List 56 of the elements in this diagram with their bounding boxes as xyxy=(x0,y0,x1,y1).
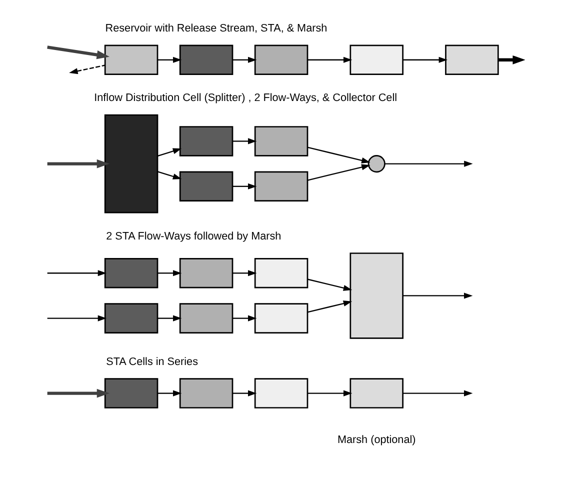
node-box xyxy=(178,378,233,408)
arrow xyxy=(402,56,447,63)
arrow xyxy=(306,164,370,181)
arrow xyxy=(232,270,256,276)
node-box xyxy=(104,114,158,214)
arrow xyxy=(232,315,256,322)
arrow xyxy=(46,388,110,398)
node-box xyxy=(254,44,308,76)
node-box xyxy=(178,303,233,334)
node-box xyxy=(178,44,233,76)
arrow xyxy=(307,56,352,63)
arrow xyxy=(232,183,256,190)
arrow xyxy=(157,148,182,156)
label: 2 STA Flow-Ways followed by Marsh xyxy=(106,230,281,242)
arrow xyxy=(157,171,182,180)
arrow xyxy=(306,146,370,164)
arrow xyxy=(306,300,352,313)
arrow xyxy=(46,46,110,60)
node-box xyxy=(104,258,158,288)
label: Reservoir with Release Stream, STA, & Marsh xyxy=(104,22,327,35)
arrow xyxy=(498,55,524,64)
node-box xyxy=(349,252,403,339)
node-box xyxy=(254,303,308,334)
node-box xyxy=(178,126,233,156)
node-box xyxy=(444,44,498,76)
node-box xyxy=(178,258,233,288)
node-box xyxy=(349,378,403,408)
node-box xyxy=(178,171,233,202)
arrow xyxy=(157,315,182,322)
arrow xyxy=(68,64,105,74)
arrow xyxy=(306,278,352,291)
arrow xyxy=(402,292,472,299)
arrow xyxy=(46,270,106,276)
arrow xyxy=(307,390,352,396)
node-box xyxy=(104,44,158,76)
node-circle xyxy=(367,154,385,173)
node-box xyxy=(254,258,308,288)
arrow xyxy=(232,390,256,396)
label: STA Cells in Series xyxy=(106,356,198,368)
arrow xyxy=(232,56,256,63)
node-box xyxy=(104,378,158,408)
node-label: Marsh (optional) xyxy=(337,434,416,446)
arrow xyxy=(46,315,106,322)
arrow xyxy=(402,390,472,396)
label: Inflow Distribution Cell (Splitter) , 2 Flow-Ways, & Collector Cell xyxy=(94,92,397,104)
arrow xyxy=(232,138,256,144)
arrow xyxy=(384,160,472,167)
arrow xyxy=(46,159,110,168)
arrow xyxy=(157,270,182,276)
node-box xyxy=(254,126,308,156)
node-box xyxy=(104,303,158,334)
node-box xyxy=(349,44,403,76)
node-box xyxy=(254,378,308,408)
arrow xyxy=(157,56,182,63)
arrow xyxy=(157,390,182,396)
node-box xyxy=(254,171,308,202)
